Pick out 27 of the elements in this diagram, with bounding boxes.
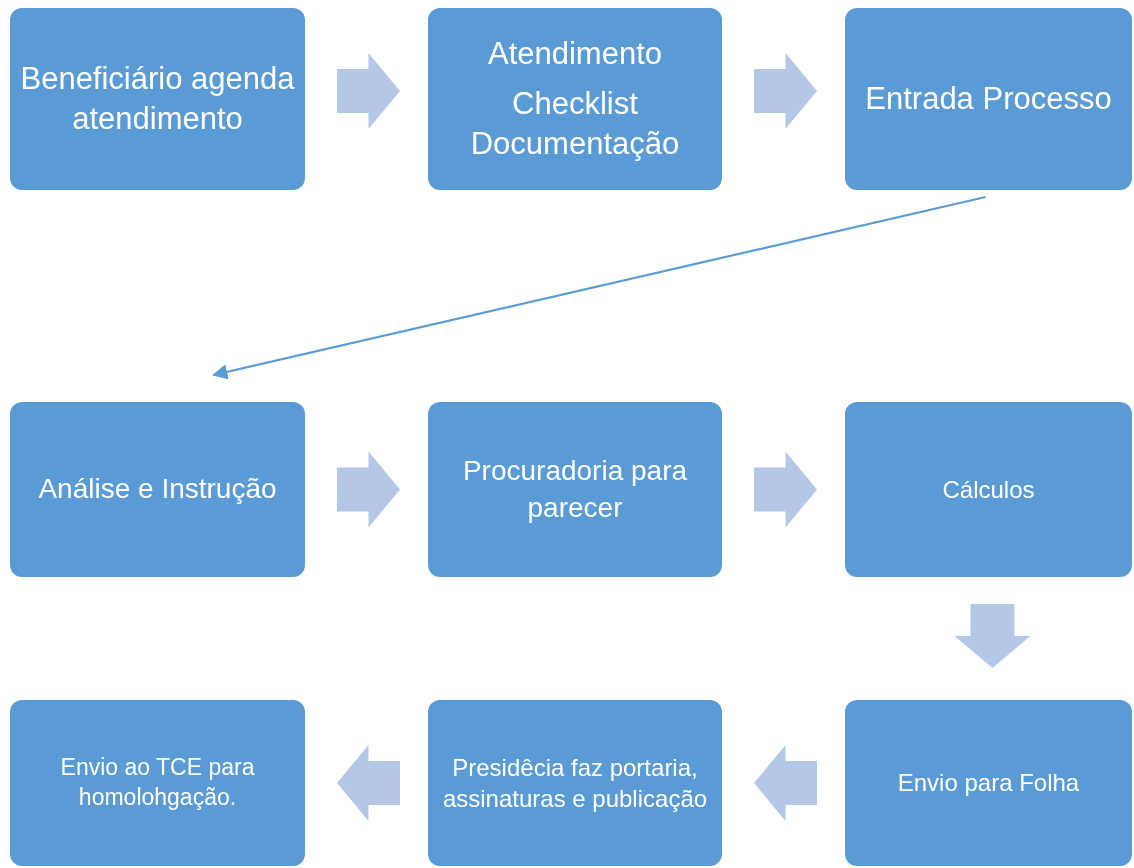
block-arrow xyxy=(337,53,400,129)
box-text: Atendimento xyxy=(487,34,663,73)
block-arrow xyxy=(754,745,817,821)
process-box xyxy=(10,700,305,866)
process-box xyxy=(10,8,305,190)
block-arrow xyxy=(754,53,817,129)
box-text: Presidêcia faz portaria, assinaturas e publicação xyxy=(441,752,709,814)
box-text: Envio ao TCE para homolohgação. xyxy=(59,753,256,812)
box-text: Análise e Instrução xyxy=(38,472,277,507)
box-text: Procuradoria para parecer xyxy=(461,454,689,525)
box-text: Envio para Folha xyxy=(897,768,1080,799)
process-box xyxy=(10,402,305,577)
box-text: Entrada Processo xyxy=(865,79,1112,118)
box-text: Checklist Documentação xyxy=(469,84,681,164)
process-box xyxy=(428,8,722,190)
process-box xyxy=(845,402,1132,577)
block-arrow xyxy=(954,604,1031,668)
box-text: Cálculos xyxy=(942,474,1035,505)
process-box xyxy=(845,700,1132,866)
process-box xyxy=(428,402,722,577)
process-box xyxy=(428,700,722,866)
box-text: Beneficiário agenda atendimento xyxy=(20,59,295,138)
block-arrow xyxy=(754,451,817,528)
process-box xyxy=(845,8,1132,190)
block-arrow xyxy=(337,745,400,821)
arrow xyxy=(212,195,986,380)
block-arrow xyxy=(337,451,400,528)
